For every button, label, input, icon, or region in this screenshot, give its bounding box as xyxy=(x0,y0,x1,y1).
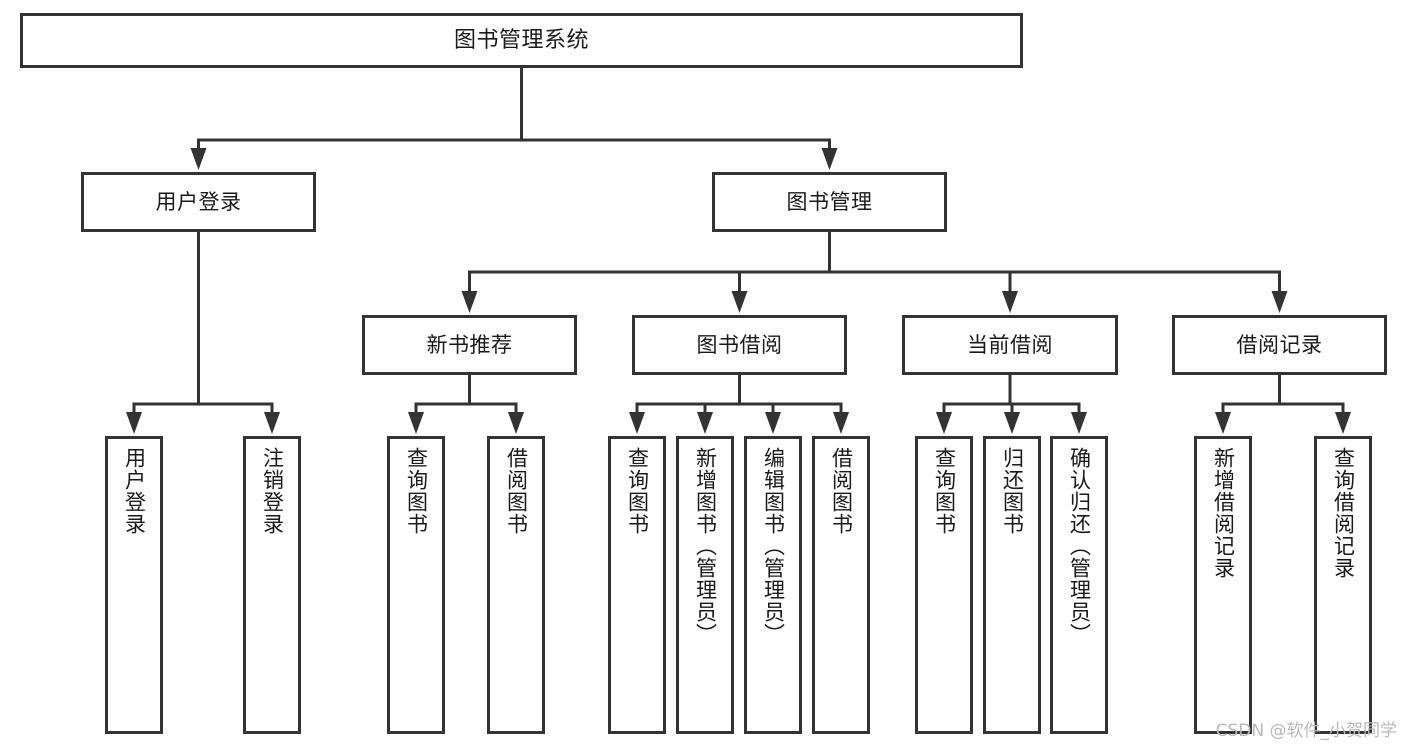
node-label: 查询图书 xyxy=(932,447,957,535)
node-label: 新增图书（管理员） xyxy=(693,447,718,645)
node-leaf-borrow-4[interactable]: 借阅图书 xyxy=(812,436,870,734)
node-newbook[interactable]: 新书推荐 xyxy=(362,315,577,375)
node-label: 编辑图书（管理员） xyxy=(761,447,786,645)
watermark-text: CSDN @软件_小贺同学 xyxy=(1215,721,1397,741)
node-records[interactable]: 借阅记录 xyxy=(1172,315,1387,375)
node-leaf-cur-3[interactable]: 确认归还（管理员） xyxy=(1050,436,1108,734)
node-login[interactable]: 用户登录 xyxy=(81,172,316,232)
node-label: 借阅图书 xyxy=(504,447,529,535)
node-leaf-rec-1[interactable]: 新增借阅记录 xyxy=(1194,436,1252,734)
node-label: 图书借阅 xyxy=(696,332,783,357)
node-label: 借阅图书 xyxy=(829,447,854,535)
arrowhead-icon xyxy=(408,412,424,434)
node-leaf-login-1[interactable]: 用户登录 xyxy=(105,436,163,734)
node-leaf-borrow-2[interactable]: 新增图书（管理员） xyxy=(676,436,734,734)
arrowhead-icon xyxy=(1335,412,1351,434)
arrowhead-icon xyxy=(1215,412,1231,434)
arrowhead-icon xyxy=(264,412,280,434)
node-label: 归还图书 xyxy=(1000,447,1025,535)
node-label: 当前借阅 xyxy=(967,332,1053,357)
arrowhead-icon xyxy=(1004,412,1020,434)
node-label: 查询借阅记录 xyxy=(1331,447,1356,579)
node-label: 查询图书 xyxy=(404,447,429,535)
node-leaf-cur-2[interactable]: 归还图书 xyxy=(983,436,1041,734)
node-label: 借阅记录 xyxy=(1236,332,1323,357)
node-label: 确认归还（管理员） xyxy=(1067,447,1092,645)
node-root[interactable]: 图书管理系统 xyxy=(20,13,1023,68)
arrowhead-icon xyxy=(731,291,748,313)
node-current[interactable]: 当前借阅 xyxy=(902,315,1118,375)
node-leaf-borrow-1[interactable]: 查询图书 xyxy=(608,436,666,734)
node-leaf-borrow-3[interactable]: 编辑图书（管理员） xyxy=(744,436,802,734)
arrowhead-icon xyxy=(508,412,524,434)
arrowhead-icon xyxy=(1071,412,1087,434)
node-bookmgmt[interactable]: 图书管理 xyxy=(712,172,947,232)
arrowhead-icon xyxy=(461,291,478,313)
node-leaf-cur-1[interactable]: 查询图书 xyxy=(915,436,973,734)
node-leaf-new-1[interactable]: 查询图书 xyxy=(387,436,445,734)
arrowhead-icon xyxy=(1271,291,1288,313)
arrowhead-icon xyxy=(1002,291,1018,313)
node-label: 图书管理 xyxy=(786,189,873,214)
node-leaf-rec-2[interactable]: 查询借阅记录 xyxy=(1314,436,1372,734)
arrowhead-icon xyxy=(126,412,142,434)
node-label: 注销登录 xyxy=(260,447,285,535)
node-label: 新增借阅记录 xyxy=(1211,447,1236,579)
node-label: 图书管理系统 xyxy=(453,27,589,53)
node-leaf-new-2[interactable]: 借阅图书 xyxy=(487,436,545,734)
arrowhead-icon xyxy=(821,148,838,170)
node-label: 用户登录 xyxy=(155,189,242,214)
node-borrow[interactable]: 图书借阅 xyxy=(632,315,847,375)
arrowhead-icon xyxy=(833,412,849,434)
node-label: 查询图书 xyxy=(625,447,650,535)
arrowhead-icon xyxy=(765,412,781,434)
node-label: 用户登录 xyxy=(122,447,147,535)
arrowhead-icon xyxy=(936,412,952,434)
node-leaf-login-2[interactable]: 注销登录 xyxy=(243,436,301,734)
arrowhead-icon xyxy=(190,148,207,170)
arrowhead-icon xyxy=(697,412,713,434)
arrowhead-icon xyxy=(629,412,645,434)
node-label: 新书推荐 xyxy=(426,332,513,357)
